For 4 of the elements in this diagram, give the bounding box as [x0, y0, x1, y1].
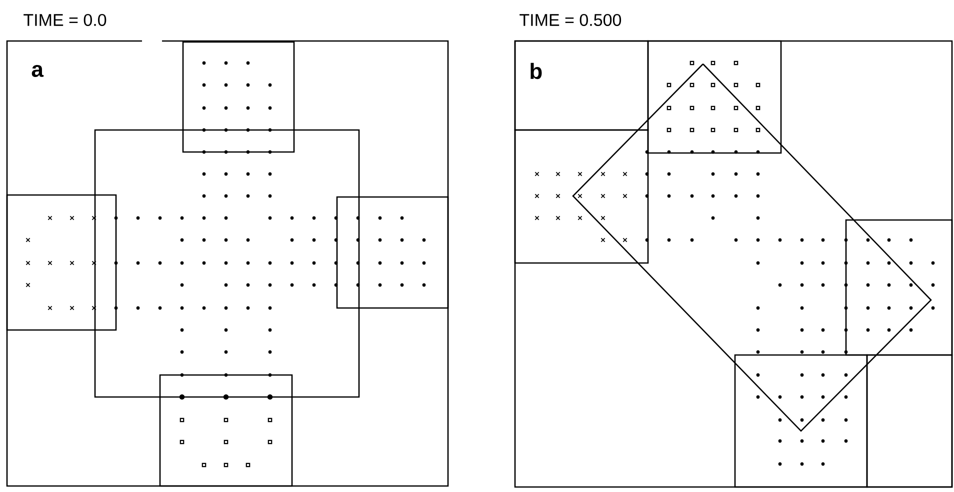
time-label: TIME = 0.0 — [24, 14, 106, 26]
panel-label: b — [530, 62, 542, 80]
panel-label: a — [32, 64, 44, 78]
time-label: TIME = 0.500 — [520, 14, 622, 26]
